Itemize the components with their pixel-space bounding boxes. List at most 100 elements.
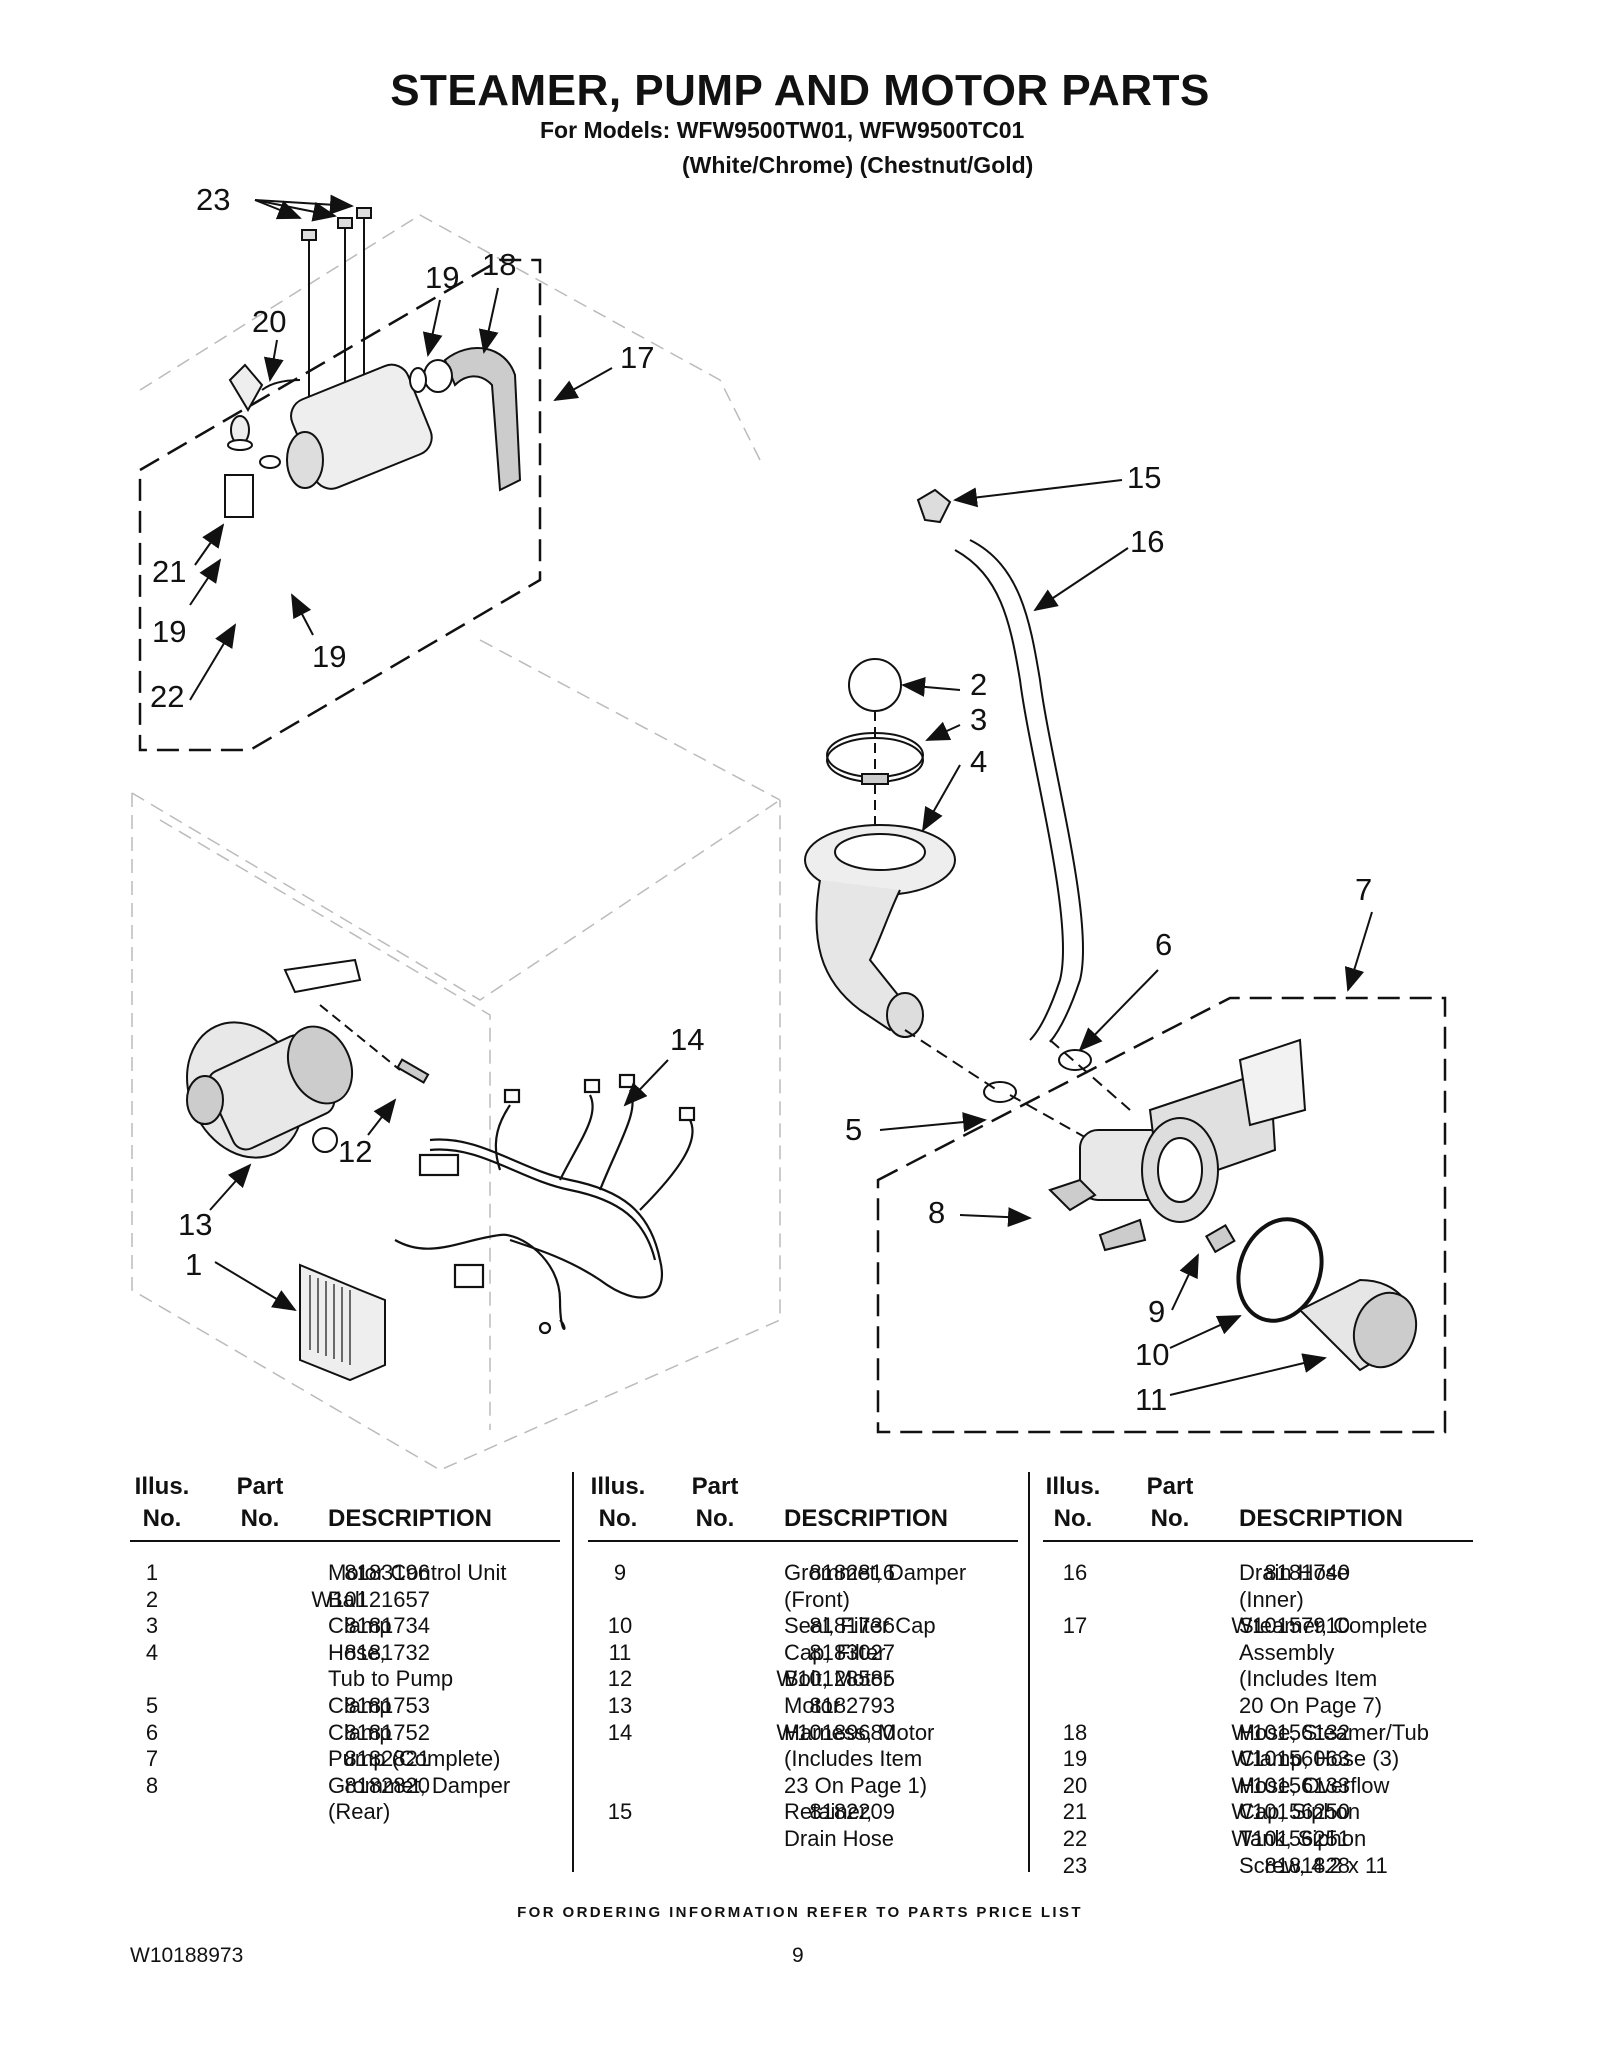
callout-9: 9 <box>1148 1294 1165 1329</box>
callout-19a: 19 <box>425 260 459 295</box>
pump-assembly-box <box>876 996 1447 1434</box>
part-description: (Rear) <box>328 1799 391 1825</box>
part-number: W10189680 <box>776 1719 895 1745</box>
illus-number: 14 <box>607 1719 633 1745</box>
part-number: 8182816 <box>809 1560 895 1585</box>
callout-arrows <box>189 194 1373 1396</box>
illus-number: 18 <box>1062 1719 1088 1745</box>
callout-3: 3 <box>970 702 987 737</box>
part-description: Hose, <box>328 1639 386 1665</box>
part-description: Bolt, Motor <box>784 1666 891 1692</box>
illus-number: 6 <box>145 1719 159 1745</box>
illus-header-1: Illus. <box>590 1473 646 1500</box>
callout-21: 21 <box>152 554 186 589</box>
tub-to-pump-parts <box>804 658 956 1038</box>
callout-2: 2 <box>970 667 987 702</box>
part-header-1: Part <box>691 1473 739 1500</box>
callout-10: 10 <box>1135 1337 1169 1372</box>
illus-number: 12 <box>607 1666 633 1692</box>
part-number: W10121657 <box>311 1586 430 1612</box>
illus-number: 13 <box>607 1693 633 1718</box>
part-description: Clamp <box>328 1613 392 1639</box>
motor-control-unit <box>299 1263 386 1382</box>
part-description: 20 On Page 7) <box>1239 1692 1383 1718</box>
part-description: Clamp, Hose (3) <box>1239 1746 1400 1772</box>
part-number: 8182821 <box>344 1746 430 1772</box>
part-header-1: Part <box>236 1473 284 1500</box>
illus-number: 16 <box>1062 1560 1088 1585</box>
page-number: 9 <box>792 1944 804 1967</box>
table-divider <box>572 1472 574 1872</box>
callout-4: 4 <box>970 744 987 779</box>
illus-header-1: Illus. <box>134 1473 190 1500</box>
screw-parts <box>301 207 372 415</box>
part-description: Assembly <box>1239 1639 1335 1665</box>
illus-header-2: No. <box>598 1505 638 1532</box>
part-description: 23 On Page 1) <box>784 1772 928 1798</box>
illus-number: 15 <box>607 1799 633 1825</box>
part-number: 8181740 <box>1264 1560 1350 1585</box>
part-description: Grommet, Damper <box>328 1772 511 1798</box>
callout-17: 17 <box>620 340 654 375</box>
part-number: 8181732 <box>344 1639 430 1665</box>
part-number: W10156133 <box>1231 1772 1350 1798</box>
part-number: 8181736 <box>809 1613 895 1639</box>
part-number: 8182793 <box>809 1693 895 1718</box>
callout-5: 5 <box>845 1112 862 1147</box>
part-description: Cap, Siphon <box>1239 1799 1361 1825</box>
description-header: DESCRIPTION <box>784 1505 949 1532</box>
illus-number: 22 <box>1062 1826 1088 1851</box>
callout-11: 11 <box>1135 1382 1167 1417</box>
parts-column-3: Illus. No. Part No. DESCRIPTION 16 818174… <box>1043 1472 1473 1882</box>
part-number: W10156250 <box>1231 1799 1350 1825</box>
part-description: Tank, Siphon <box>1239 1826 1367 1851</box>
page-title: STEAMER, PUMP AND MOTOR PARTS <box>390 66 1210 115</box>
part-description: Seal, Filter Cap <box>784 1613 936 1639</box>
part-description: Motor Control Unit <box>328 1560 507 1585</box>
callout-6: 6 <box>1155 927 1172 962</box>
cabinet-outline <box>131 214 781 1471</box>
callout-19b: 19 <box>152 614 186 649</box>
illus-header-1: Illus. <box>1045 1473 1101 1500</box>
callout-14: 14 <box>670 1022 704 1057</box>
illus-number: 3 <box>145 1613 159 1639</box>
steamer-body <box>224 347 522 518</box>
part-number: 8182209 <box>809 1799 895 1825</box>
part-header-2: No. <box>1150 1505 1190 1532</box>
part-description: (Includes Item <box>1239 1666 1378 1692</box>
part-number: 8181828 <box>1264 1852 1350 1878</box>
part-description: Harness, Motor <box>784 1719 935 1745</box>
part-description: Pump (Complete) <box>328 1746 501 1772</box>
part-number: 8183027 <box>809 1639 895 1665</box>
illus-number: 20 <box>1062 1772 1088 1798</box>
part-description: Ball <box>328 1586 365 1612</box>
part-description: (Inner) <box>1239 1586 1304 1612</box>
illus-number: 21 <box>1062 1799 1088 1825</box>
part-description: Grommet, Damper <box>784 1560 967 1585</box>
table-header: Illus. No. Part No. DESCRIPTION <box>1043 1472 1473 1542</box>
colors-subtitle: (White/Chrome) (Chestnut/Gold) <box>682 152 1034 178</box>
illus-number: 17 <box>1062 1613 1088 1639</box>
callout-18: 18 <box>482 247 516 282</box>
illus-number: 5 <box>145 1693 159 1718</box>
part-description: Steamer, Complete <box>1239 1613 1428 1639</box>
